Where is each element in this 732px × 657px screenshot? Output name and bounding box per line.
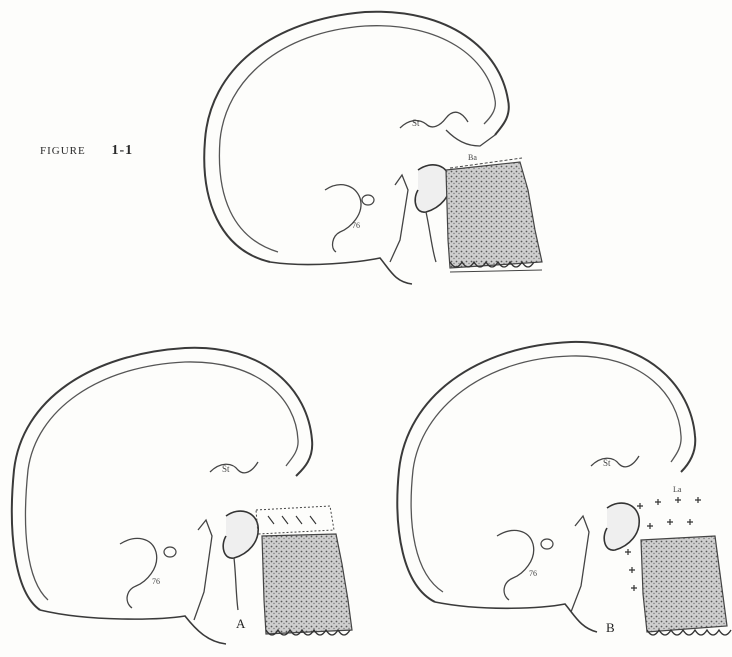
skull-illustration-top: St 76 Ba <box>150 0 570 300</box>
skull-illustration-b: St 76 La <box>385 330 732 657</box>
svg-text:St: St <box>603 458 611 468</box>
svg-text:76: 76 <box>152 577 160 586</box>
svg-text:St: St <box>222 464 230 474</box>
skull-sagittal-section-icon: St 76 La <box>385 330 732 657</box>
svg-text:76: 76 <box>529 569 537 578</box>
figure-number: 1-1 <box>111 143 133 158</box>
skull-illustration-a: St 76 <box>0 330 380 657</box>
figure-label: FIGURE <box>40 145 86 157</box>
svg-text:St: St <box>412 118 420 128</box>
figure-caption: FIGURE 1-1 <box>40 143 133 159</box>
svg-text:76: 76 <box>352 221 360 230</box>
skull-sagittal-section-icon: St 76 <box>0 330 380 657</box>
svg-text:Ba: Ba <box>468 153 477 162</box>
svg-text:La: La <box>673 485 682 494</box>
panel-label-a: A <box>236 616 245 632</box>
panel-label-b: B <box>606 620 615 636</box>
skull-sagittal-section-icon: St 76 Ba <box>150 0 570 300</box>
